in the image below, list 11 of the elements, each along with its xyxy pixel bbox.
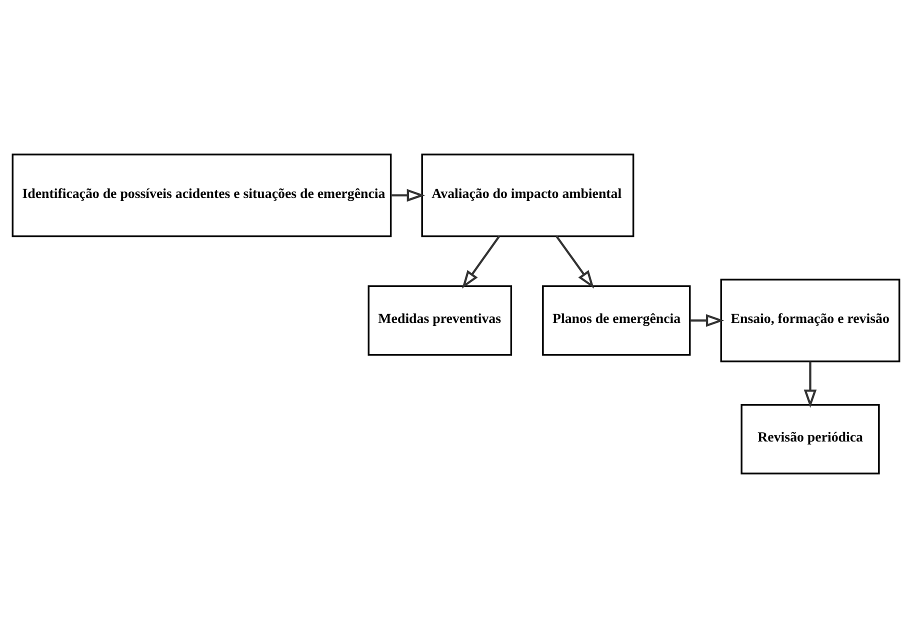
arrow [690,314,724,327]
node-box: Avaliação do impacto ambiental [421,154,634,238]
node-box: Ensaio, formação e revisão [720,278,900,362]
node-box: Planos de emergência [542,285,691,356]
arrow [462,236,500,289]
node-box: Revisão periódica [740,404,880,474]
arrow [390,188,426,202]
arrow [804,362,817,408]
node-box: Medidas preventivas [368,285,512,356]
node-box: Identificação de possíveis acidentes e situações de emergência [12,154,392,238]
arrow [556,236,594,289]
